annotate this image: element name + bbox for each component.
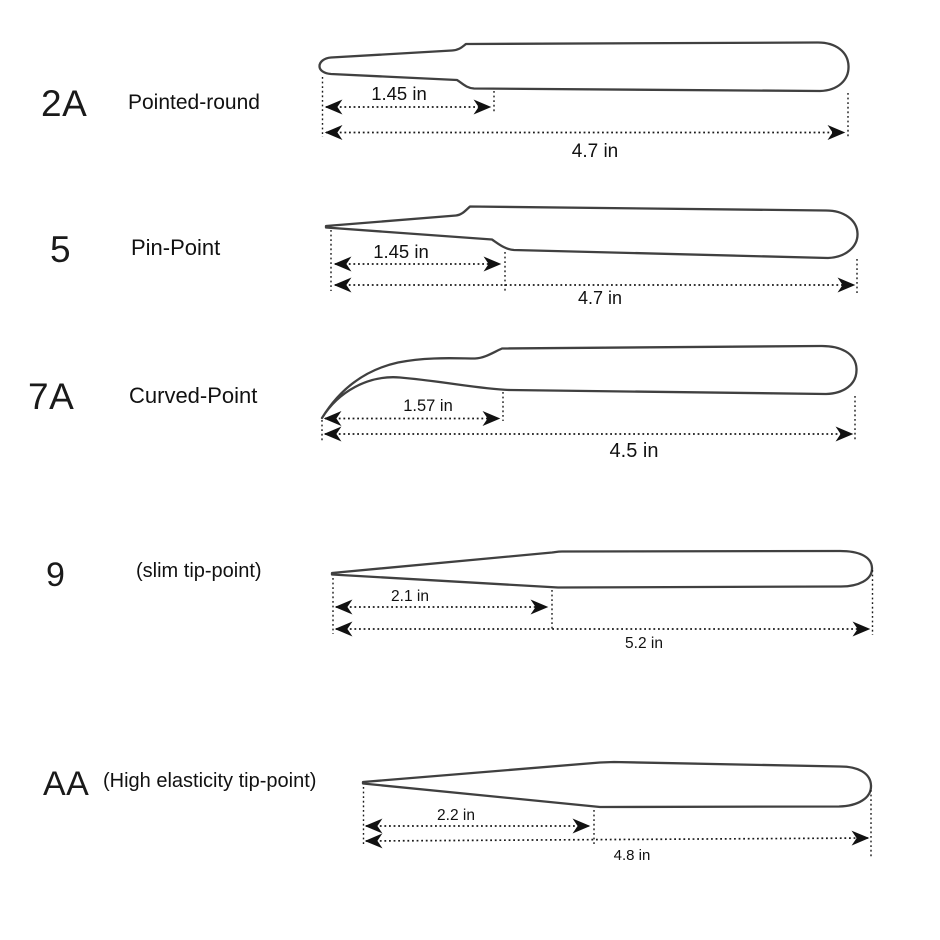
type-label-pin-point: Pin-Point — [131, 235, 221, 260]
model-label-9: 9 — [46, 556, 66, 594]
model-label-5: 5 — [50, 229, 72, 270]
total-dimension-line — [364, 830, 870, 849]
tweezer-aa-outline — [361, 760, 873, 809]
total-length-label: 5.2 in — [625, 635, 663, 652]
tweezer-9-group: 2.1 in 5.2 in — [330, 549, 874, 652]
tip-length-label: 1.57 in — [403, 397, 453, 415]
type-label-high-elasticity: (High elasticity tip-point) — [103, 770, 317, 792]
tweezer-5-outline — [324, 205, 859, 260]
type-label-pointed-round: Pointed-round — [128, 91, 260, 114]
tweezer-aa-group: 2.2 in 4.8 in — [361, 760, 873, 864]
tip-length-label: 2.2 in — [437, 807, 475, 824]
tip-length-label: 1.45 in — [371, 83, 427, 104]
tweezer-2a-group: 1.45 in 4.7 in — [318, 41, 850, 162]
type-label-slim-tip-point: (slim tip-point) — [136, 560, 262, 582]
model-label-7a: 7A — [28, 376, 75, 417]
model-label-aa: AA — [43, 765, 90, 803]
tip-length-label: 1.45 in — [373, 241, 429, 262]
tweezer-5-group: 1.45 in 4.7 in — [324, 205, 859, 308]
tweezer-2a-outline — [318, 41, 850, 93]
tweezer-9-outline — [330, 549, 874, 589]
total-length-label: 4.7 in — [578, 288, 622, 308]
total-length-label: 4.5 in — [610, 440, 659, 462]
type-label-curved-point: Curved-Point — [129, 383, 258, 408]
tweezer-7a-group: 1.57 in 4.5 in — [320, 344, 858, 462]
total-length-label: 4.8 in — [614, 847, 651, 864]
tweezer-7a-outline — [320, 344, 858, 420]
total-length-label: 4.7 in — [572, 141, 618, 162]
tip-length-label: 2.1 in — [391, 588, 429, 605]
model-label-2a: 2A — [41, 83, 88, 124]
